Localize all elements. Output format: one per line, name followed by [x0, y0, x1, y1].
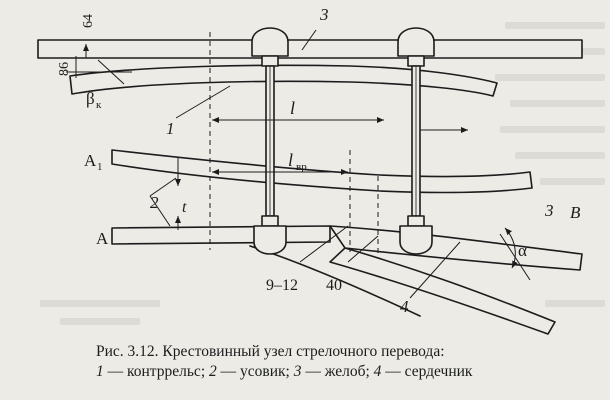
bolt-right	[397, 27, 435, 255]
label-A1-sub: 1	[97, 161, 103, 173]
label-2: 2	[150, 193, 159, 212]
caption-num-2: 2	[209, 363, 217, 380]
guard-rail	[69, 64, 498, 97]
label-1: 1	[166, 119, 175, 138]
alpha-arc	[504, 227, 518, 269]
label-dim-9-12: 9–12	[266, 277, 298, 294]
figure-caption: Рис. 3.12. Крестовинный узел стрелочного…	[96, 342, 596, 382]
frog-core-lower	[329, 247, 556, 335]
leader-2-upper	[149, 177, 177, 197]
label-beta-sub: к	[96, 99, 102, 111]
caption-num-1: 1	[96, 363, 104, 380]
wing-rail-upper	[111, 149, 533, 194]
label-3-top: 3	[319, 5, 329, 24]
alpha-ray	[499, 233, 531, 281]
leader-3-top	[301, 29, 317, 51]
label-dim-64: 64	[81, 14, 96, 28]
caption-text-3: — желоб;	[301, 363, 374, 380]
label-dim-40: 40	[326, 277, 342, 294]
label-dim-86: 86	[57, 62, 72, 76]
leader-40	[347, 235, 379, 263]
label-alpha: α	[518, 241, 527, 260]
caption-line-1: Рис. 3.12. Крестовинный узел стрелочного…	[96, 343, 445, 360]
rail-lower	[111, 225, 331, 245]
rail-top	[37, 39, 583, 59]
leader-1	[175, 85, 231, 119]
label-A1: A	[84, 151, 97, 170]
label-l-vr: l	[288, 150, 293, 170]
label-l: l	[290, 98, 295, 118]
label-B: B	[570, 203, 581, 222]
caption-num-4: 4	[373, 363, 382, 380]
label-beta: β	[86, 89, 95, 108]
label-t: t	[182, 199, 187, 216]
caption-line-2: 1 — контррельс; 2 — усовик; 3 — желоб; 4…	[96, 362, 596, 382]
caption-text-4: — сердечник	[381, 363, 473, 380]
label-l-vr-sub: вр	[296, 161, 307, 173]
label-A: A	[96, 229, 109, 248]
caption-text-1: — контррельс;	[103, 363, 209, 380]
leader-2-lower	[149, 195, 171, 227]
caption-num-3: 3	[293, 363, 302, 380]
caption-text-2: — усовик;	[216, 363, 294, 380]
leader-9-12	[299, 225, 349, 263]
leader-4	[409, 241, 461, 299]
label-4: 4	[400, 297, 409, 316]
bolt-left	[251, 27, 289, 255]
beta-leader	[97, 59, 125, 85]
label-3-right: 3	[544, 201, 554, 220]
